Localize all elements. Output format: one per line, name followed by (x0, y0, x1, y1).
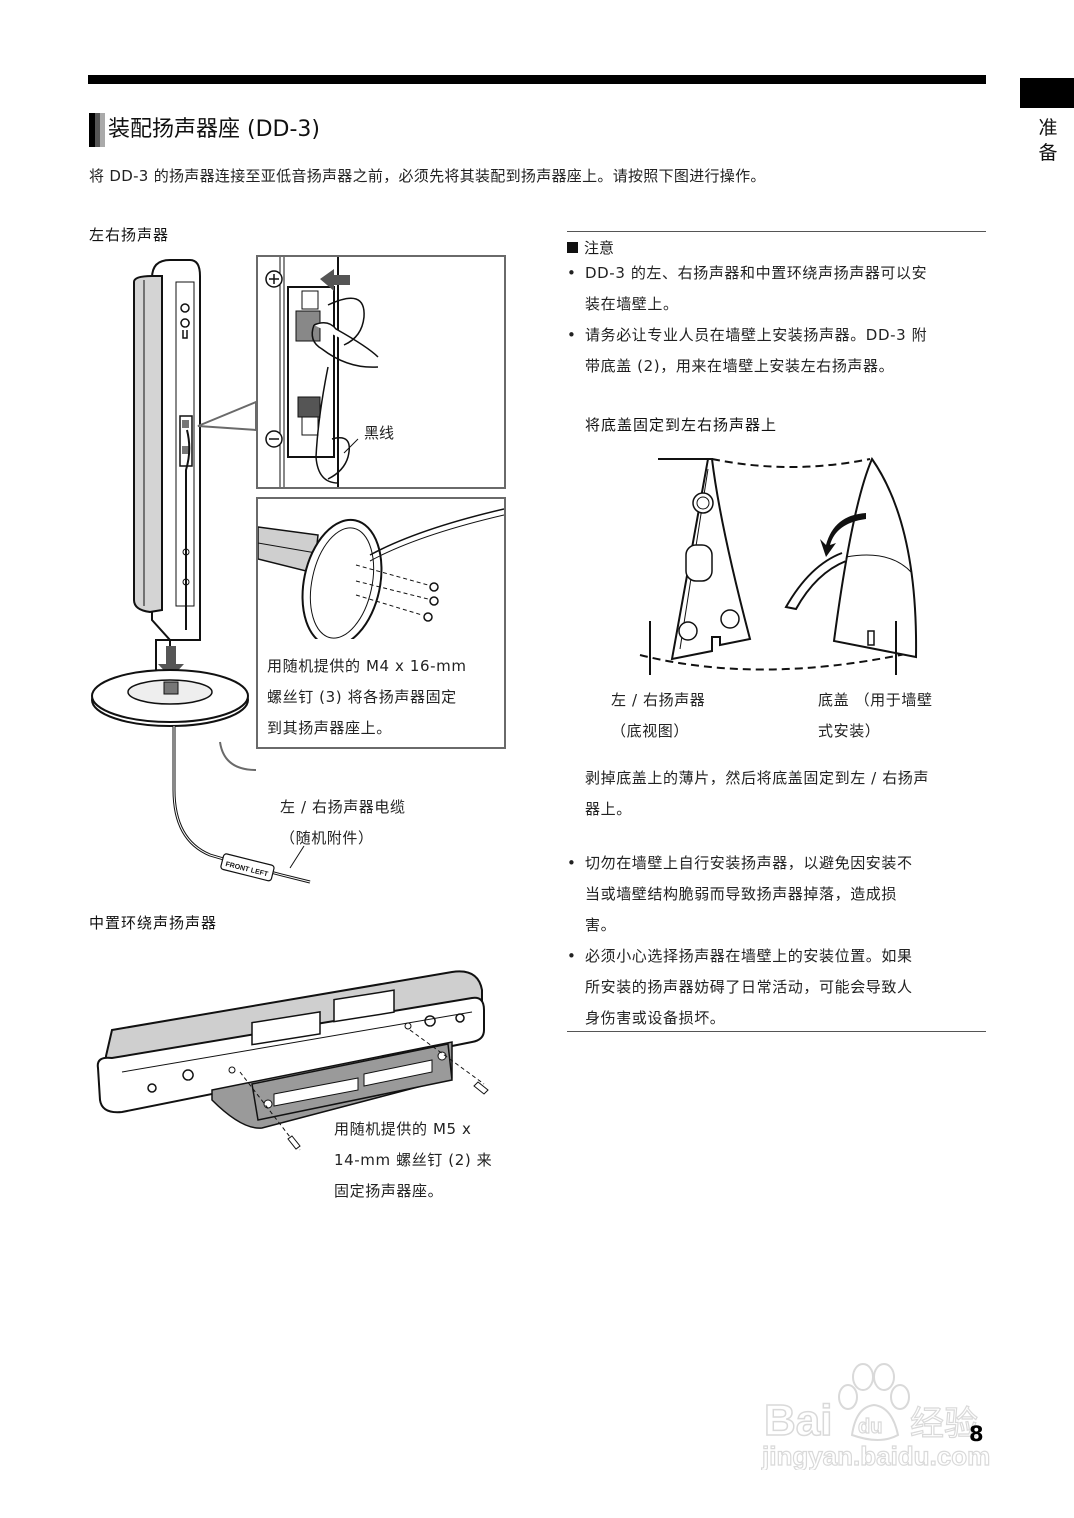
note-heading: 注意 (567, 236, 614, 260)
note-heading-text: 注意 (584, 239, 615, 257)
heading-left-right-speakers: 左右扬声器 (89, 226, 170, 244)
square-bullet-icon (567, 242, 578, 253)
note-bullet: • DD-3 的左、右扬声器和中置环绕声扬声器可以安 装在墙壁上。 (567, 258, 987, 320)
baidu-watermark: Bai du 经验 jingyan.baidu.com (760, 1355, 1010, 1470)
title-marker-icon (89, 113, 105, 147)
text-line: 带底盖 (2)，用来在墙壁上安装左右扬声器。 (585, 357, 895, 375)
base-screws-illustration (258, 508, 504, 639)
text-line: 螺丝钉 (3) 将各扬声器固定 (267, 688, 457, 706)
bullet-dot-icon: • (567, 326, 577, 344)
text-line: 固定扬声器座。 (334, 1182, 444, 1200)
text-line: （随机附件） (280, 829, 374, 847)
text-line: 请务必让专业人员在墙壁上安装扬声器。DD-3 附 (585, 326, 928, 344)
section-tab-marker (1020, 78, 1074, 108)
bullet-dot-icon: • (567, 264, 577, 282)
svg-text:Bai: Bai (764, 1396, 832, 1445)
terminal-detail-callout: 黑线 (256, 255, 506, 489)
text-line: 所安装的扬声器妨碍了日常活动，可能会导致人 (585, 978, 913, 996)
heading-center-speaker: 中置环绕声扬声器 (89, 914, 218, 932)
figure-label-base-cover: 底盖 （用于墙壁 式安装） (818, 685, 933, 747)
center-speaker-illustration (96, 970, 489, 1151)
insert-arrow-icon (320, 269, 350, 291)
terminal-detail-illustration: 黑线 (265, 257, 394, 487)
section-tab-char: 准 (1038, 117, 1058, 139)
warning-bullet: • 切勿在墙壁上自行安装扬声器，以避免因安装不 当或墙壁结构脆弱而导致扬声器掉落… (567, 848, 987, 941)
text-line: 装在墙壁上。 (585, 295, 679, 313)
baidu-paw-logo-icon: Bai du 经验 jingyan.baidu.com (760, 1363, 991, 1470)
bullet-dot-icon: • (567, 854, 577, 872)
figure-label-speaker-bottom: 左 / 右扬声器 （底视图） (611, 685, 705, 747)
note-bullets: • DD-3 的左、右扬声器和中置环绕声扬声器可以安 装在墙壁上。 • 请务必让… (567, 258, 987, 382)
note-top-rule (567, 231, 986, 232)
cable-label: 左 / 右扬声器电缆 （随机附件） (280, 792, 406, 854)
peel-arrow-icon (820, 513, 866, 557)
black-wire-label: 黑线 (364, 424, 394, 442)
text-line: （底视图） (611, 722, 690, 740)
note-bullet: • 请务必让专业人员在墙壁上安装扬声器。DD-3 附 带底盖 (2)，用来在墙壁… (567, 320, 987, 382)
warning-bullets: • 切勿在墙壁上自行安装扬声器，以避免因安装不 当或墙壁结构脆弱而导致扬声器掉落… (567, 848, 987, 1034)
screws-instruction: 用随机提供的 M4 x 16-mm 螺丝钉 (3) 将各扬声器固定 到其扬声器座… (267, 651, 467, 744)
text-line: 当或墙壁结构脆弱而导致扬声器掉落，造成损 (585, 885, 898, 903)
heading-attach-base-cover: 将底盖固定到左右扬声器上 (585, 416, 778, 434)
text-line: 左 / 右扬声器电缆 (280, 798, 406, 816)
text-line: 底盖 （用于墙壁 (818, 691, 933, 709)
left-right-speaker-illustration: FRONT LEFT (91, 259, 311, 884)
text-line: DD-3 的左、右扬声器和中置环绕声扬声器可以安 (585, 264, 928, 282)
intro-paragraph: 将 DD-3 的扬声器连接至亚低音扬声器之前，必须先将其装配到扬声器座上。请按照… (89, 167, 766, 185)
top-rule (88, 75, 986, 84)
svg-text:du: du (858, 1416, 882, 1438)
watermark-url: jingyan.baidu.com (761, 1441, 990, 1470)
text-line: 到其扬声器座上。 (267, 719, 392, 737)
text-line: 14-mm 螺丝钉 (2) 来 (334, 1151, 493, 1169)
svg-text:经验: 经验 (910, 1404, 978, 1444)
page-number: 8 (969, 1422, 984, 1446)
text-line: 害。 (585, 916, 617, 934)
text-line: 必须小心选择扬声器在墙壁上的安装位置。如果 (585, 947, 913, 965)
text-line: 身伤害或设备损坏。 (585, 1009, 726, 1027)
center-screws-instruction: 用随机提供的 M5 x 14-mm 螺丝钉 (2) 来 固定扬声器座。 (334, 1114, 492, 1207)
text-line: 用随机提供的 M4 x 16-mm (267, 657, 467, 675)
text-line: 器上。 (585, 800, 632, 818)
page-title: 装配扬声器座 (DD-3) (108, 117, 320, 142)
text-line: 左 / 右扬声器 (611, 691, 706, 709)
bullet-dot-icon: • (567, 947, 577, 965)
text-line: 式安装） (818, 722, 881, 740)
peel-instruction: 剥掉底盖上的薄片，然后将底盖固定到左 / 右扬声 器上。 (585, 763, 990, 825)
base-cover-illustration (639, 456, 918, 675)
warning-bullet: • 必须小心选择扬声器在墙壁上的安装位置。如果 所安装的扬声器妨碍了日常活动，可… (567, 941, 987, 1034)
note-bottom-rule (567, 1031, 986, 1032)
section-tab-label: 准 备 (1036, 116, 1060, 166)
text-line: 剥掉底盖上的薄片，然后将底盖固定到左 / 右扬声 (585, 769, 929, 787)
text-line: 切勿在墙壁上自行安装扬声器，以避免因安装不 (585, 854, 913, 872)
screws-detail-callout: 用随机提供的 M4 x 16-mm 螺丝钉 (3) 将各扬声器固定 到其扬声器座… (256, 497, 506, 749)
text-line: 用随机提供的 M5 x (334, 1120, 472, 1138)
section-tab-char: 备 (1038, 142, 1058, 164)
